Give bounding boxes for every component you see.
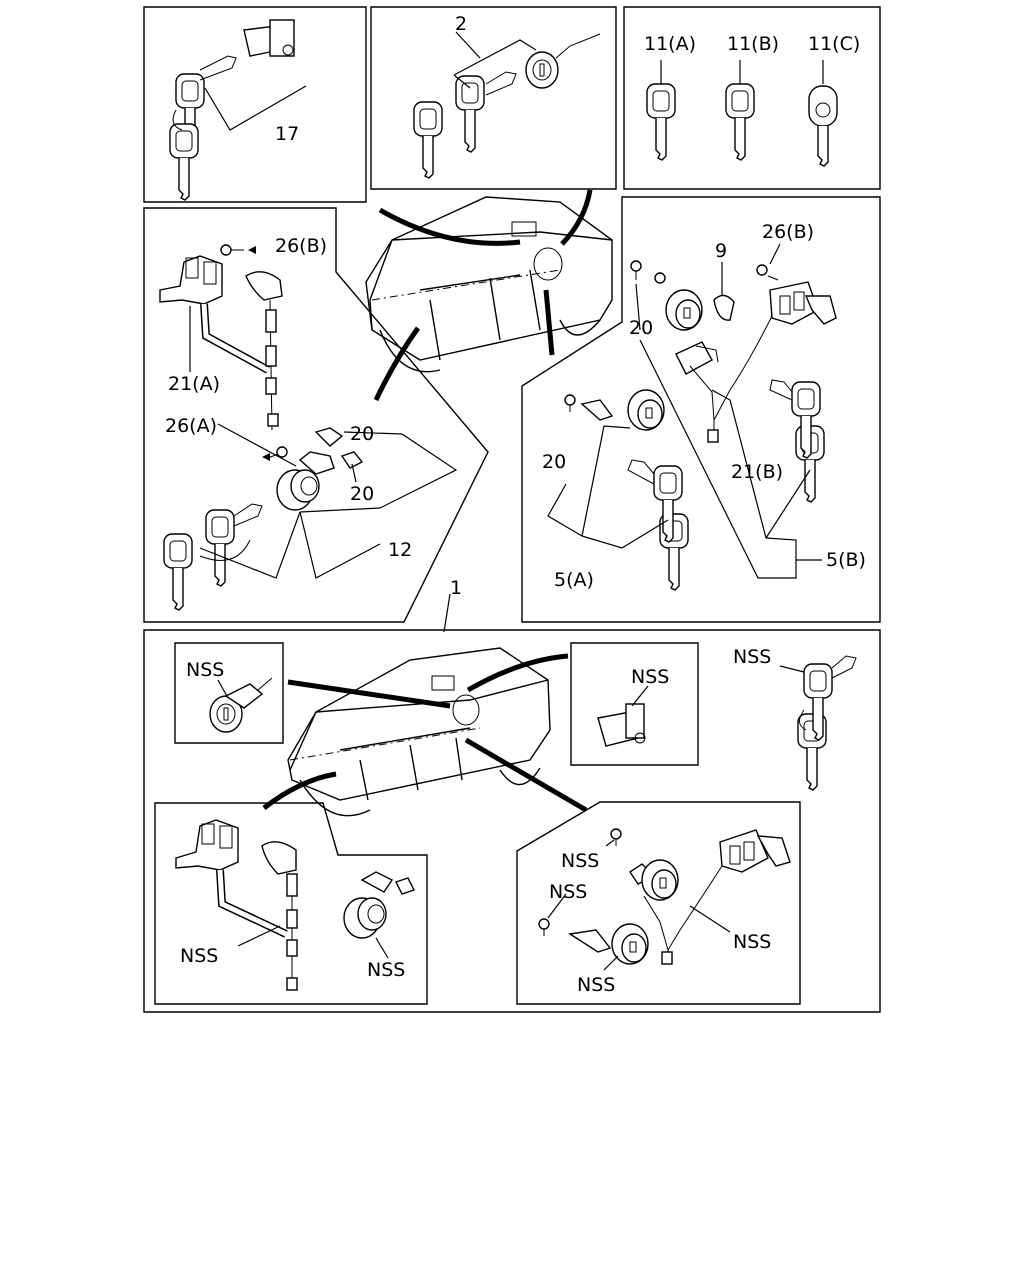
label-part-9: 9 bbox=[715, 240, 727, 262]
left-lock-set bbox=[159, 244, 458, 611]
label-nss-9: NSS bbox=[577, 974, 615, 996]
label-nss-5: NSS bbox=[549, 881, 587, 903]
key-set-2 bbox=[413, 33, 601, 179]
label-part-11a: 11(A) bbox=[644, 33, 696, 55]
nss-door-switch bbox=[597, 685, 649, 747]
label-part-11c: 11(C) bbox=[808, 33, 860, 55]
frame-keys-11 bbox=[623, 6, 881, 190]
keys-11 bbox=[646, 60, 838, 167]
key-set-17 bbox=[169, 19, 307, 201]
label-part-1: 1 bbox=[450, 577, 462, 599]
label-part-21b: 21(B) bbox=[731, 461, 783, 483]
nss-key-set bbox=[779, 655, 857, 791]
nss-left-lock-set bbox=[175, 819, 415, 991]
label-part-5b: 5(B) bbox=[826, 549, 866, 571]
label-part-26b-left: 26(B) bbox=[275, 235, 327, 257]
label-part-20-left-top: 20 bbox=[350, 423, 374, 445]
label-part-20-right-top: 20 bbox=[629, 317, 653, 339]
label-nss-3: NSS bbox=[733, 646, 771, 668]
frame-nss bbox=[143, 629, 881, 1013]
label-nss-2: NSS bbox=[631, 666, 669, 688]
nss-right-lock-set bbox=[538, 828, 791, 971]
frame-nss-left bbox=[154, 802, 428, 1005]
label-part-17: 17 bbox=[275, 123, 299, 145]
label-part-11b: 11(B) bbox=[727, 33, 779, 55]
frame-key-17 bbox=[143, 6, 367, 203]
label-part-20-left-bottom: 20 bbox=[350, 483, 374, 505]
label-nss-7: NSS bbox=[180, 945, 218, 967]
label-part-5a: 5(A) bbox=[554, 569, 594, 591]
label-part-20-right-bottom: 20 bbox=[542, 451, 566, 473]
label-part-12: 12 bbox=[388, 539, 412, 561]
frame-nss-door bbox=[570, 642, 699, 766]
label-nss-4: NSS bbox=[561, 850, 599, 872]
label-nss-6: NSS bbox=[733, 931, 771, 953]
vehicle-outline-top bbox=[365, 189, 613, 402]
frame-nss-right bbox=[516, 801, 801, 1005]
frame-nss-ignition bbox=[174, 642, 284, 744]
nss-ignition-cylinder bbox=[209, 677, 273, 733]
frame-left-set bbox=[143, 207, 489, 623]
label-part-26a: 26(A) bbox=[165, 415, 217, 437]
label-part-26b-right: 26(B) bbox=[762, 221, 814, 243]
label-nss-8: NSS bbox=[367, 959, 405, 981]
frame-right-set bbox=[521, 196, 881, 623]
vehicle-outline-bottom bbox=[262, 647, 588, 817]
frame-key-2 bbox=[370, 6, 617, 190]
label-nss-1: NSS bbox=[186, 659, 224, 681]
label-part-2: 2 bbox=[455, 13, 467, 35]
right-lock-set bbox=[547, 243, 837, 591]
label-part-21a: 21(A) bbox=[168, 373, 220, 395]
